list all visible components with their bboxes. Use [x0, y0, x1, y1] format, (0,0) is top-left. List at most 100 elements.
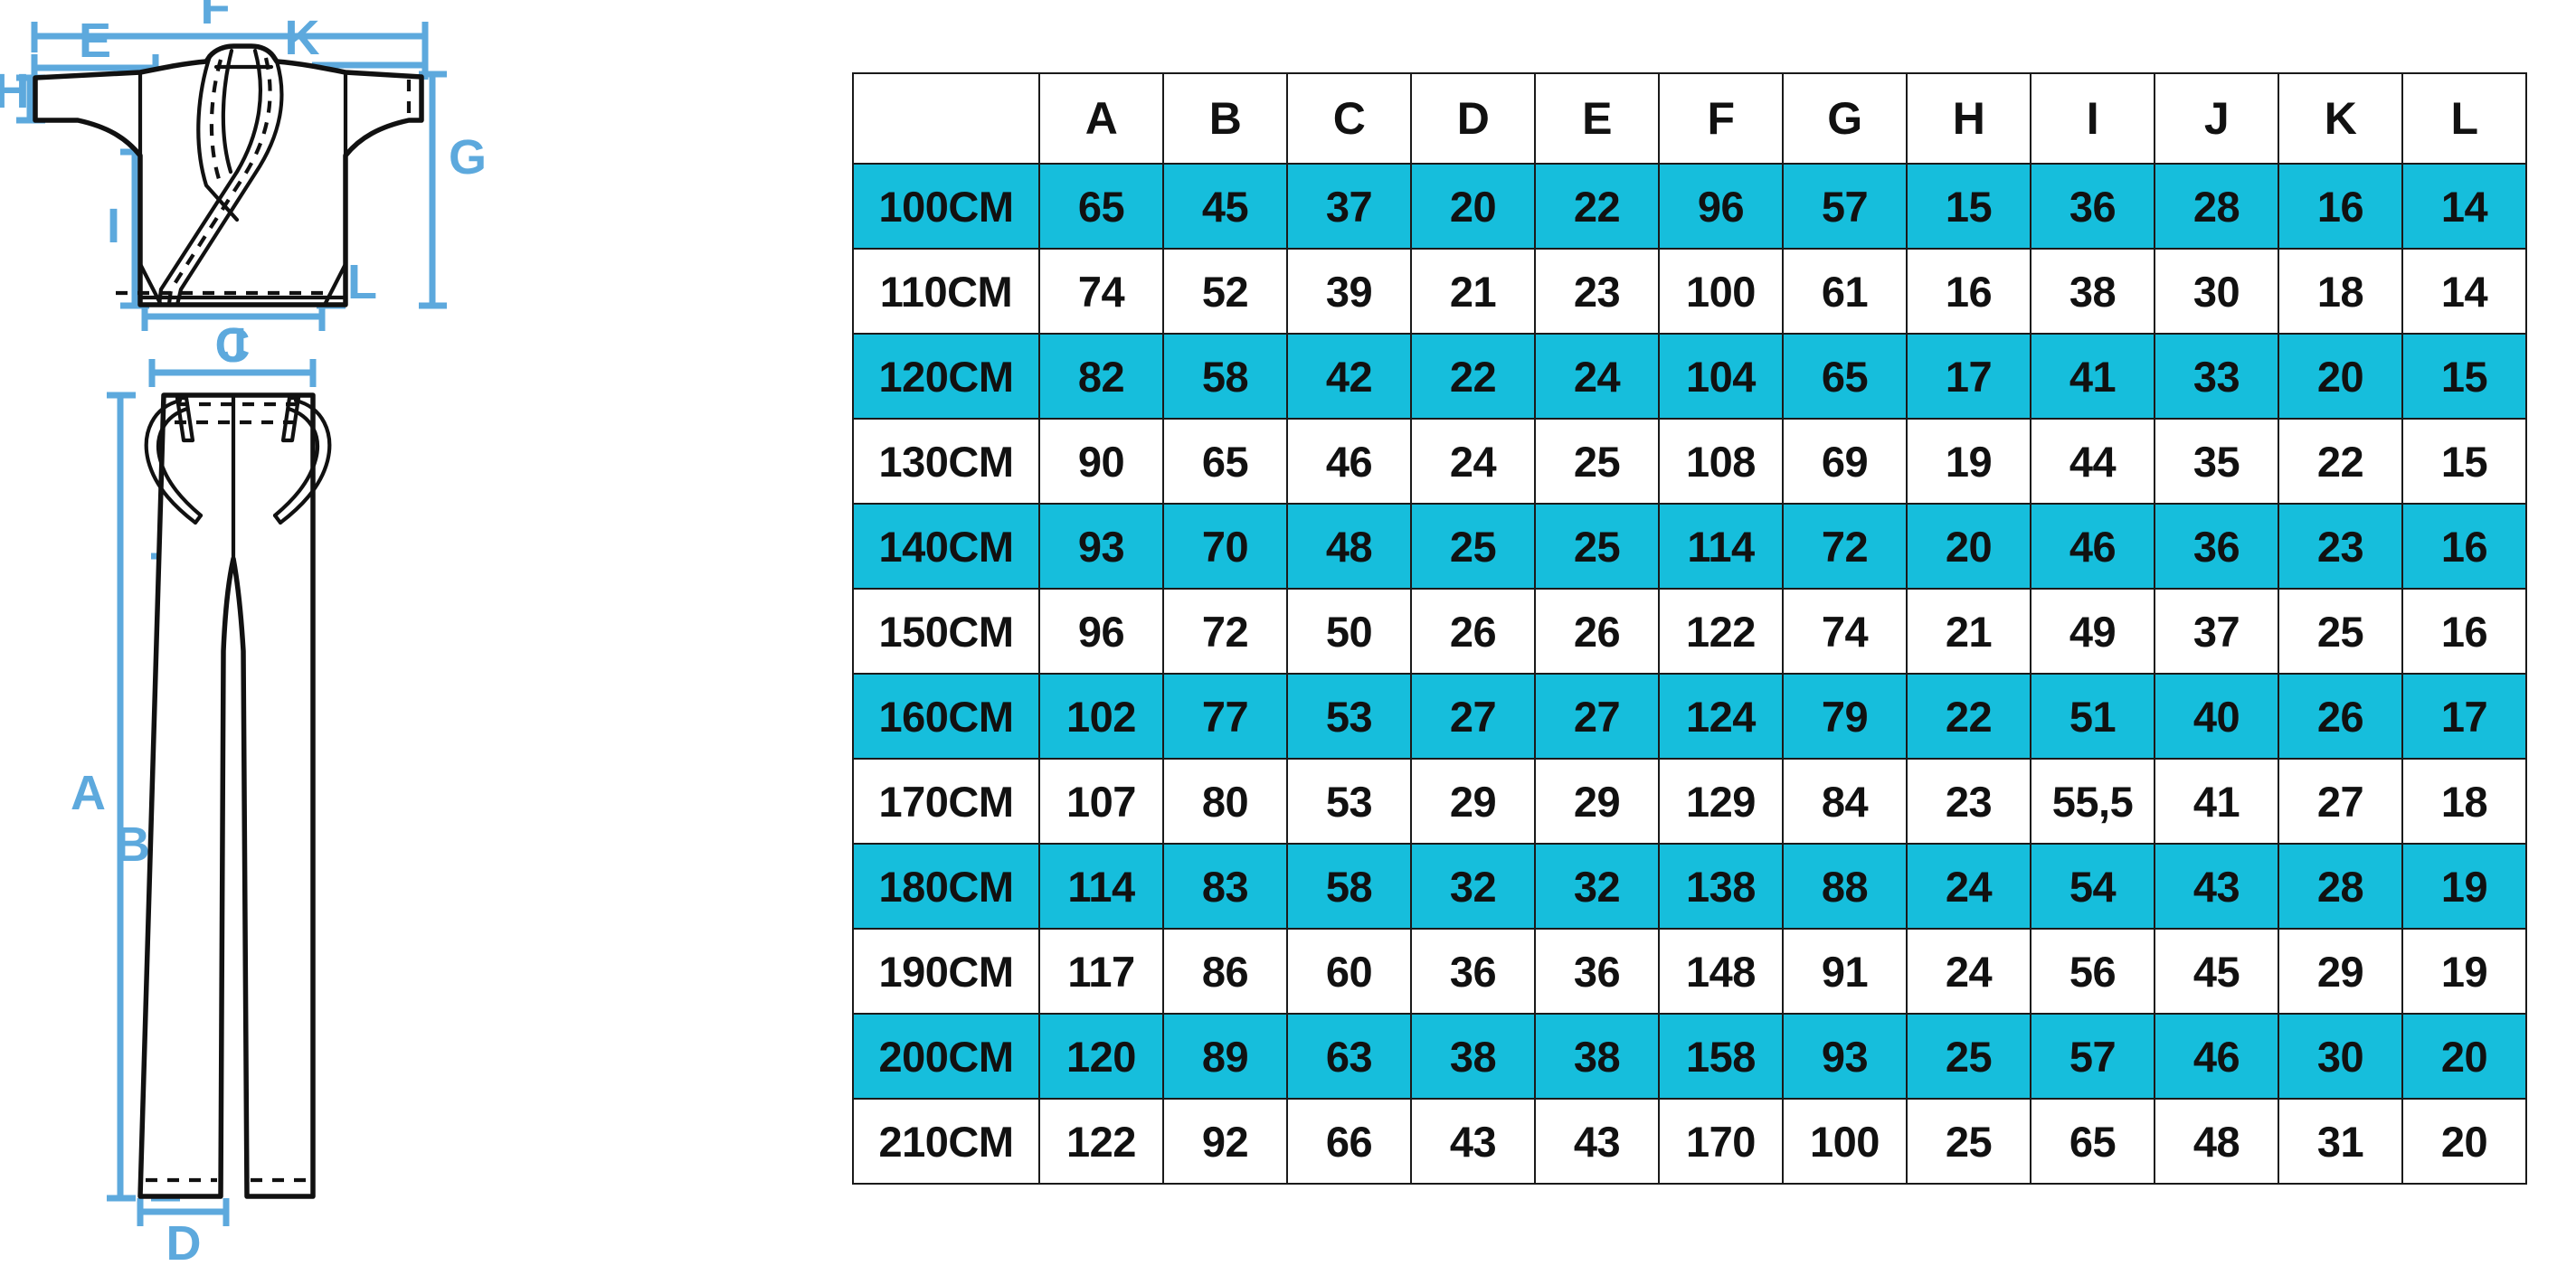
jacket-drawing: F E K: [0, 0, 487, 373]
column-header-g: G: [1782, 72, 1908, 165]
size-label-cell: 130CM: [852, 418, 1040, 505]
measurement-cell: 23: [1906, 758, 2031, 845]
column-header-j: J: [2154, 72, 2279, 165]
measurement-cell: 36: [2030, 163, 2155, 250]
measurement-cell: 41: [2030, 333, 2155, 420]
dimension-H: H: [0, 64, 45, 124]
dimension-D: D: [137, 1198, 230, 1266]
measurement-cell: 57: [1782, 163, 1908, 250]
measurement-cell: 90: [1038, 418, 1164, 505]
dimension-label-B: B: [115, 817, 150, 872]
measurement-cell: 25: [1906, 1098, 2031, 1185]
measurement-cell: 124: [1658, 673, 1784, 760]
jacket-collar-left-inner: [221, 48, 234, 175]
measurement-cell: 18: [2278, 248, 2403, 335]
size-label-cell: 170CM: [852, 758, 1040, 845]
measurement-cell: 72: [1782, 503, 1908, 590]
pants-drawstring-right-tip: [272, 513, 283, 525]
measurement-cell: 26: [1410, 588, 1536, 675]
measurement-cell: 77: [1162, 673, 1288, 760]
measurement-cell: 23: [1534, 248, 1660, 335]
measurement-cell: 58: [1162, 333, 1288, 420]
measurement-cell: 72: [1162, 588, 1288, 675]
measurement-cell: 74: [1782, 588, 1908, 675]
dimension-A: A: [71, 392, 136, 1202]
dimension-label-F: F: [201, 0, 231, 34]
dimension-label-K: K: [285, 11, 320, 65]
pants-eyelet-left: [175, 395, 195, 443]
measurement-cell: 49: [2030, 588, 2155, 675]
measurement-cell: 61: [1782, 248, 1908, 335]
measurement-cell: 48: [1286, 503, 1412, 590]
measurement-cell: 46: [1286, 418, 1412, 505]
measurement-cell: 83: [1162, 843, 1288, 930]
measurement-cell: 108: [1658, 418, 1784, 505]
pants-drawstring-left: [144, 398, 198, 525]
jacket-slit-right: [322, 261, 348, 307]
size-label-cell: 140CM: [852, 503, 1040, 590]
measurement-cell: 24: [1534, 333, 1660, 420]
measurement-cell: 42: [1286, 333, 1412, 420]
measurement-cell: 65: [1038, 163, 1164, 250]
measurement-cell: 53: [1286, 758, 1412, 845]
measurement-cell: 38: [1410, 1013, 1536, 1100]
measurement-cell: 16: [2401, 588, 2527, 675]
column-header-d: D: [1410, 72, 1536, 165]
measurement-cell: 120: [1038, 1013, 1164, 1100]
measurement-cell: 26: [2278, 673, 2403, 760]
measurement-cell: 31: [2278, 1098, 2403, 1185]
measurement-cell: 15: [1906, 163, 2031, 250]
measurement-cell: 70: [1162, 503, 1288, 590]
size-label-cell: 120CM: [852, 333, 1040, 420]
pants-drawstring-left-tip: [193, 513, 204, 525]
measurement-cell: 60: [1286, 928, 1412, 1015]
measurement-cell: 22: [1534, 163, 1660, 250]
measurement-cell: 51: [2030, 673, 2155, 760]
measurement-cell: 100: [1782, 1098, 1908, 1185]
measurement-cell: 36: [1534, 928, 1660, 1015]
measurement-cell: 57: [2030, 1013, 2155, 1100]
measurement-cell: 28: [2154, 163, 2279, 250]
measurement-cell: 53: [1286, 673, 1412, 760]
column-header-e: E: [1534, 72, 1660, 165]
measurement-cell: 66: [1286, 1098, 1412, 1185]
size-label-cell: 180CM: [852, 843, 1040, 930]
column-header-k: K: [2278, 72, 2403, 165]
dimension-label-E: E: [79, 14, 111, 68]
size-label-cell: 110CM: [852, 248, 1040, 335]
measurement-cell: 15: [2401, 333, 2527, 420]
jacket-collar-right: [175, 59, 284, 307]
size-label-cell: 210CM: [852, 1098, 1040, 1185]
dimension-label-D: D: [166, 1216, 202, 1266]
measurement-cell: 117: [1038, 928, 1164, 1015]
measurement-cell: 22: [1410, 333, 1536, 420]
measurement-cell: 24: [1410, 418, 1536, 505]
dimension-label-G: G: [449, 130, 487, 184]
measurement-cell: 52: [1162, 248, 1288, 335]
measurement-cell: 63: [1286, 1013, 1412, 1100]
jacket-stitch-right: [166, 57, 272, 305]
column-header-c: C: [1286, 72, 1412, 165]
measurement-cell: 170: [1658, 1098, 1784, 1185]
measurement-cell: 65: [1782, 333, 1908, 420]
measurement-cell: 89: [1162, 1013, 1288, 1100]
column-header-h: H: [1906, 72, 2031, 165]
measurement-cell: 22: [1906, 673, 2031, 760]
pants-drawstring-left-edge: [156, 406, 204, 518]
column-header-blank: [852, 72, 1040, 165]
measurement-cell: 20: [2278, 333, 2403, 420]
measurement-cell: 48: [2154, 1098, 2279, 1185]
measurement-cell: 114: [1658, 503, 1784, 590]
dimension-F: F: [31, 0, 429, 52]
pants-drawstring-right-edge: [272, 406, 320, 518]
measurement-cell: 96: [1658, 163, 1784, 250]
measurement-cell: 37: [1286, 163, 1412, 250]
size-label-cell: 190CM: [852, 928, 1040, 1015]
measurement-cell: 25: [1534, 418, 1660, 505]
